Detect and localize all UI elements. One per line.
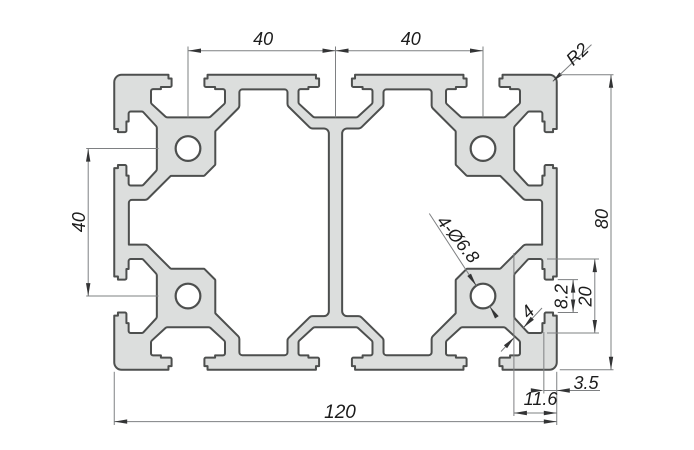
svg-text:40: 40	[253, 29, 273, 49]
svg-text:80: 80	[592, 209, 612, 229]
svg-text:20: 20	[576, 286, 596, 307]
svg-text:11.6: 11.6	[524, 389, 559, 409]
svg-text:40: 40	[69, 212, 89, 232]
svg-text:120: 120	[324, 402, 356, 423]
svg-text:8.2: 8.2	[552, 284, 572, 309]
svg-text:40: 40	[401, 29, 421, 49]
svg-text:3.5: 3.5	[573, 373, 599, 393]
